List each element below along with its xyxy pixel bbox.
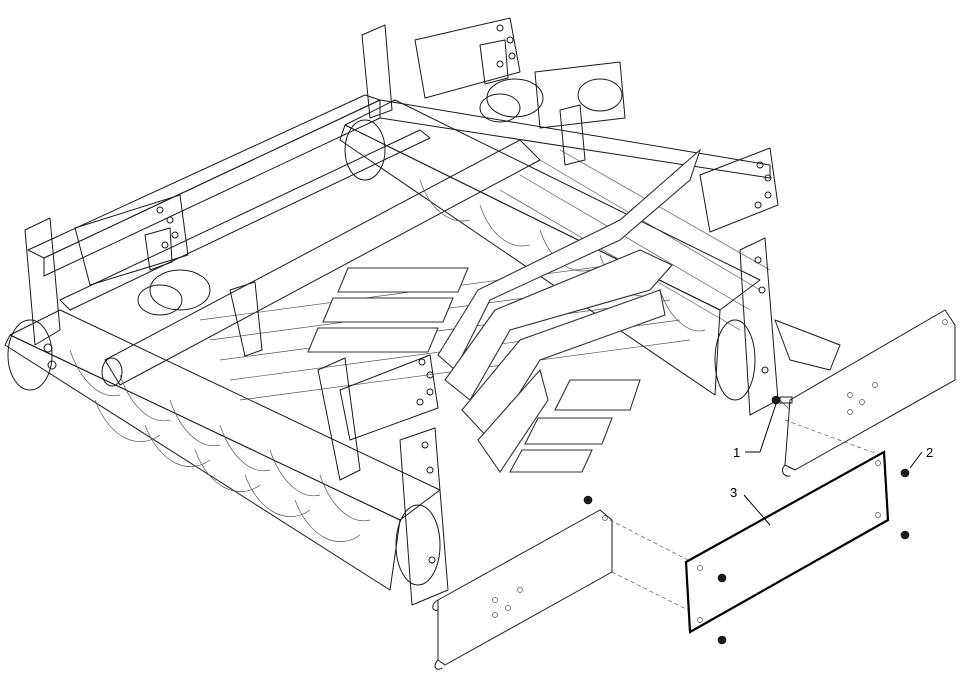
callout-1: 1 [733,403,777,460]
nut [900,530,910,540]
callout-label-3: 3 [730,485,737,500]
callout-label-1: 1 [733,445,740,460]
right-cover-panel [779,309,956,477]
callout-label-2: 2 [926,445,933,460]
nut [717,635,727,645]
frame [27,94,771,401]
callout-2: 2 [909,445,933,469]
watermark-logo [307,148,702,473]
front-brackets [317,354,449,606]
bolt [771,395,793,405]
callout-3: 3 [730,485,771,526]
top-mount-brackets [361,17,626,166]
left-cover-panel [432,509,613,670]
front-roller [4,309,441,591]
nut [583,495,593,505]
cover-plate [684,450,890,634]
nut [900,468,910,478]
explode-guide-lines [609,419,881,611]
right-side-brackets [699,147,841,416]
nut [717,573,727,583]
left-mount-brackets [24,194,263,357]
nuts [583,468,910,645]
